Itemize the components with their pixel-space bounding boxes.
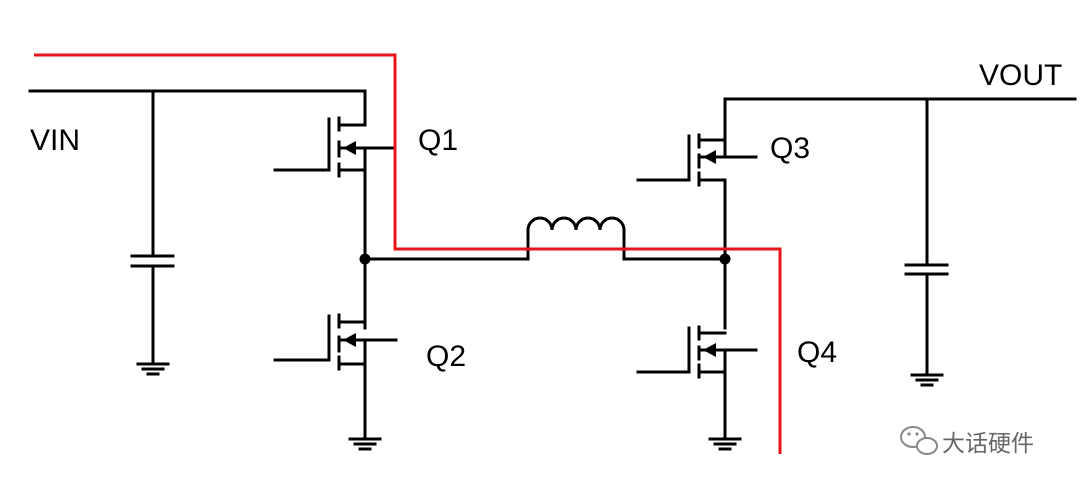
vout-label: VOUT xyxy=(979,59,1062,92)
q4-label: Q4 xyxy=(797,336,837,369)
watermark-text: 大话硬件 xyxy=(942,431,1034,457)
mosfet-q2 xyxy=(273,313,398,441)
q3-label: Q3 xyxy=(770,132,810,165)
mosfet-q1 xyxy=(273,116,395,178)
vin-rail xyxy=(28,89,367,127)
switch-node-1 xyxy=(359,168,530,330)
output-capacitor xyxy=(904,97,949,377)
q1-label: Q1 xyxy=(418,124,458,157)
input-capacitor xyxy=(130,89,175,366)
switch-node-2 xyxy=(719,178,731,330)
input-ground-symbol xyxy=(136,362,170,376)
q2-label: Q2 xyxy=(426,340,466,373)
vin-label: VIN xyxy=(30,124,80,157)
wechat-icon xyxy=(900,426,938,455)
q4-ground-symbol xyxy=(708,437,742,451)
output-ground-symbol xyxy=(910,373,944,387)
mosfet-q4 xyxy=(636,325,758,441)
current-path xyxy=(34,53,782,454)
inductor xyxy=(526,216,727,261)
mosfet-q3 xyxy=(636,97,758,187)
q2-ground-symbol xyxy=(348,437,382,451)
